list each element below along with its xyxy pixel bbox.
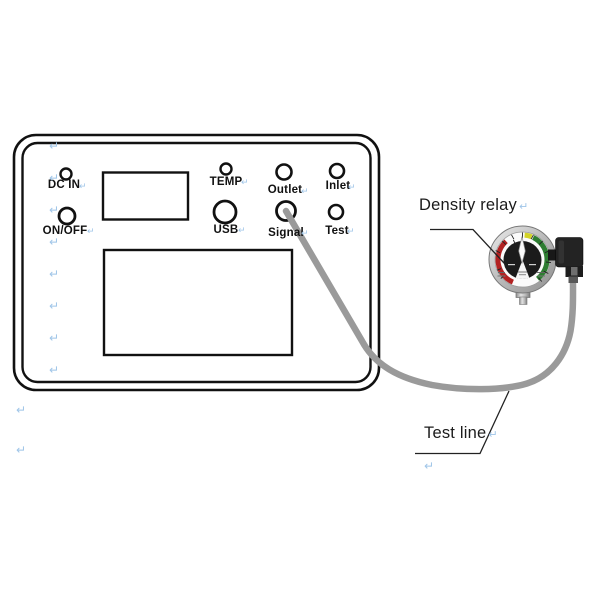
return-mark: ↵ [348,183,356,193]
density-relay-leader [430,228,505,264]
test-port [327,203,345,221]
on-off-label: ON/OFF [42,225,88,237]
on-off-button [57,206,77,226]
gauge-green-zone [531,235,550,281]
return-mark: ↵ [301,187,309,197]
return-mark: ↵ [49,267,60,281]
usb-port [212,199,238,225]
inlet-label: Inlet [325,180,351,192]
signal-label: Signal [268,227,304,239]
temp-label: TEMP [209,176,243,188]
return-mark: ↵ [518,200,529,213]
density-relay-gauge [488,225,584,305]
device-panel-inner-outline [21,141,372,384]
gauge-red-zone [495,239,515,285]
return-mark: ↵ [49,171,60,185]
return-mark: ↵ [49,139,60,153]
signal-cable [282,207,577,393]
gauge-yellow-zone [524,232,533,240]
test-label: Test [325,225,349,237]
return-mark: ↵ [347,227,355,237]
dc-in-label: DC IN [47,179,81,191]
return-mark: ↵ [488,428,498,441]
return-mark: ↵ [16,443,27,457]
return-mark: ↵ [49,331,60,345]
return-mark: ↵ [49,203,60,217]
gauge-needle [518,236,526,265]
gauge-cable-connector [548,237,584,283]
dc-in-led [59,167,73,181]
gauge-micro-markings [497,264,545,277]
outlet-port [275,163,293,181]
return-mark: ↵ [49,363,60,377]
inlet-port [328,162,346,180]
return-mark: ↵ [301,229,309,239]
return-mark: ↵ [424,459,435,473]
density-relay-label: Density relay↵ [419,196,529,214]
return-mark: ↵ [49,235,60,249]
usb-label: USB [213,224,239,236]
temp-led [219,162,233,176]
return-mark: ↵ [241,178,249,188]
main-display [102,248,294,357]
return-mark: ↵ [79,182,87,192]
test-line-label: Test line↵ [424,424,498,442]
return-mark: ↵ [87,227,95,237]
test-line-leader [415,390,510,455]
return-mark: ↵ [238,226,246,236]
gauge-thread-stub [519,296,528,305]
return-mark: ↵ [16,403,27,417]
outlet-label: Outlet [267,184,303,196]
small-display [101,171,190,221]
return-mark: ↵ [49,299,60,313]
